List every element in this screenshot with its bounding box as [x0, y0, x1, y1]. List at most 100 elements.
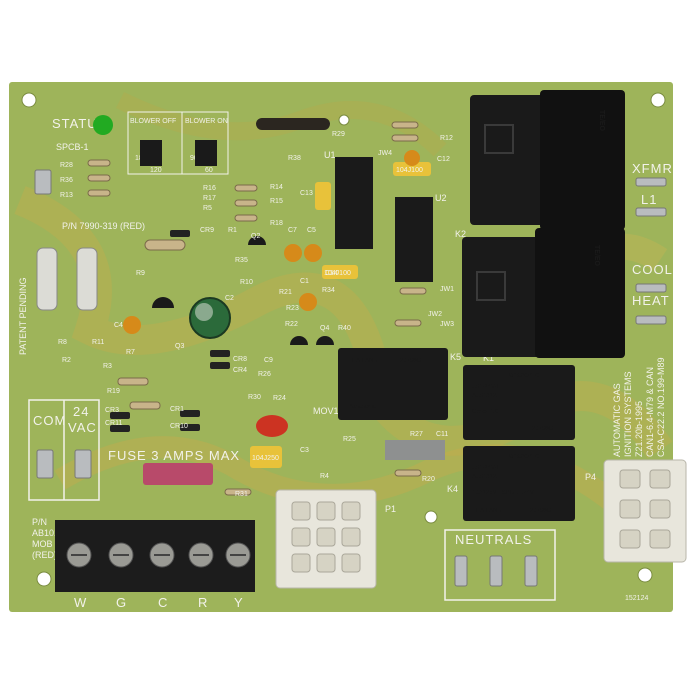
component-designator: R34 [322, 287, 335, 294]
component-designator: R17 [203, 195, 216, 202]
ceramic-capacitor [299, 293, 317, 311]
component-labels: R28R36R13R16R17R5R18R14R15R38R29R12JW4C1… [58, 131, 454, 498]
capacitor-yellow [315, 182, 331, 210]
component-designator: C2 [225, 295, 234, 302]
component-designator: JW3 [440, 321, 454, 328]
component-designator: R13 [60, 192, 73, 199]
relay-k1: Panasonic JS1-24V-F AJS1312F Cosφ=1.0 20… [463, 365, 575, 440]
capacitor-label: 104J250 [252, 455, 279, 462]
power-resistor [76, 247, 98, 311]
mov-varistor [256, 415, 288, 437]
component-designator: CR9 [200, 227, 214, 234]
svg-text:THAILAND: THAILAND [348, 358, 378, 364]
component-designator: Q3 [175, 343, 184, 350]
component-designator: R38 [288, 155, 301, 162]
relay-k2-bottom: TE/EO [462, 228, 625, 358]
cool-label: COOL [632, 262, 673, 277]
component-designator: CR1 [170, 406, 184, 413]
svg-text:Panasonic: Panasonic [504, 453, 539, 460]
svg-text:THAILAND: THAILAND [472, 508, 502, 514]
mounting-hole [338, 114, 350, 126]
capacitor-label: 104J100 [396, 167, 423, 174]
relay-k4: Panasonic JS1-24V-F AJS1312F 10A125V~ SP… [463, 446, 575, 521]
component-designator: R18 [270, 220, 283, 227]
component-designator: R27 [410, 431, 423, 438]
component-designator: C13 [300, 190, 313, 197]
blower-on-label: BLOWER ON [185, 118, 228, 125]
jumper-blower-on[interactable] [195, 140, 217, 166]
spade-terminals [34, 169, 667, 587]
neutrals-label: NEUTRALS [455, 532, 532, 547]
ceramic-capacitor [284, 244, 302, 262]
component-designator: R23 [286, 305, 299, 312]
component-designator: JW1 [440, 286, 454, 293]
component-designator: CR8 [233, 356, 247, 363]
fuse [143, 463, 213, 485]
jumper-blower-off[interactable] [140, 140, 162, 166]
k5-label: K5 [450, 352, 461, 362]
ceramic-capacitor [304, 244, 322, 262]
k2-label: K2 [455, 229, 466, 239]
terminal-letter: G [116, 595, 127, 610]
serial-label: 152124 [625, 595, 648, 602]
component-designator: R31 [235, 491, 248, 498]
component-designator: CR4 [233, 367, 247, 374]
component-designator: R16 [203, 185, 216, 192]
blower-off-label: BLOWER OFF [130, 118, 176, 125]
mounting-hole [21, 92, 37, 108]
transistor [248, 236, 266, 245]
svg-text:10A125V~ SPDLE:24V: 10A125V~ SPDLE:24V [472, 490, 534, 496]
component-designator: JW4 [378, 150, 392, 157]
relay-k5: THAILAND 20708G Panasonic [338, 348, 448, 420]
capacitor-yellow [393, 162, 431, 176]
component-designator: R9 [136, 270, 145, 277]
component-designator: C9 [264, 357, 273, 364]
component-designator: CR11 [105, 420, 122, 427]
blower-box [127, 111, 229, 175]
approval-line: AUTOMATIC GAS [612, 383, 622, 457]
mov-label: MOV1 [313, 406, 339, 416]
component-designator: JW2 [428, 311, 442, 318]
blower-on-value: 90 [190, 155, 198, 162]
component-designator: R25 [343, 436, 356, 443]
component-designator: R28 [60, 162, 73, 169]
component-designator: R14 [270, 184, 283, 191]
component-designator: Q4 [320, 325, 329, 332]
approval-line: CSA-C22.2 NO.199-M89 [656, 357, 666, 457]
mounting-hole [650, 92, 666, 108]
thermal-fuse [256, 118, 330, 130]
terminal-letter: R [198, 595, 208, 610]
k4-label: K4 [447, 484, 458, 494]
component-designator: R15 [270, 198, 283, 205]
spcb-label: SPCB-1 [56, 142, 89, 152]
capacitor-yellow [250, 446, 282, 468]
svg-text:Panasonic: Panasonic [504, 372, 539, 379]
capacitor-label: 104J100 [324, 270, 351, 277]
component-designator: R8 [58, 339, 67, 346]
svg-text:AJS1312F: AJS1312F [472, 393, 500, 399]
status-led [93, 115, 113, 135]
board-pn-line: MOB [32, 539, 53, 549]
ceramic-capacitor [123, 316, 141, 334]
xfmr-label: XFMR [632, 161, 673, 176]
component-designator: R7 [126, 349, 135, 356]
mounting-hole [637, 567, 653, 583]
svg-text:Panasonic: Panasonic [348, 404, 376, 410]
connector-p1[interactable] [275, 489, 377, 589]
diode-array [110, 230, 230, 432]
component-designator: R26 [258, 371, 271, 378]
approval-line: Z21.20b-1995 [634, 401, 644, 457]
component-designator: R40 [338, 325, 351, 332]
terminal-letter: Y [234, 595, 244, 610]
terminal-block[interactable] [55, 520, 255, 592]
p1-label: P1 [385, 504, 396, 514]
component-designator: R20 [422, 476, 435, 483]
k1-label: K1 [483, 353, 494, 363]
component-designator: R21 [279, 289, 292, 296]
svg-text:20708G: 20708G [530, 508, 552, 514]
svg-text:TE/EO: TE/EO [598, 110, 605, 132]
connector-p4[interactable] [603, 459, 687, 563]
part-number-label: P/N 7990-319 (RED) [62, 221, 145, 231]
blower-on-value: 60 [205, 167, 213, 174]
